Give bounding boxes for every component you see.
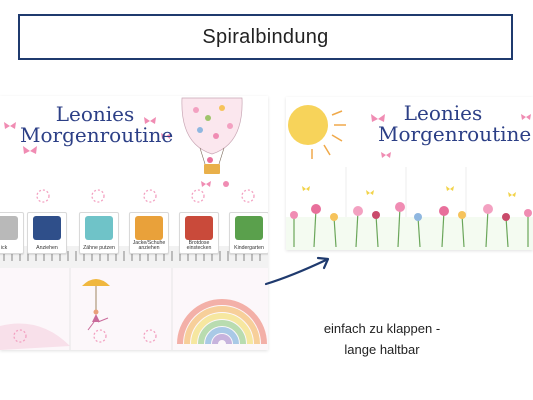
toothbrush-icon xyxy=(85,216,113,240)
routine-card: ick xyxy=(0,212,24,254)
flower-meadow-icon xyxy=(290,186,532,248)
left-product-photo: Leonies Morgenroutine ick Anziehen Zähne… xyxy=(0,96,268,350)
butterfly-icon xyxy=(4,117,211,187)
routine-card: Brotdose einstecken xyxy=(179,212,219,254)
title-line2: Morgenroutine xyxy=(20,123,174,147)
jacket-icon xyxy=(135,216,163,240)
card-label: Anziehen xyxy=(36,244,58,251)
decor-layer xyxy=(286,105,533,250)
title-line1: Leonies xyxy=(55,102,135,126)
routine-card: Kindergarten xyxy=(229,212,268,254)
decor-layer xyxy=(0,97,268,350)
header-title: Spiralbindung xyxy=(202,25,329,48)
card-label: ick xyxy=(0,244,8,251)
lunchbox-icon xyxy=(185,216,213,240)
title-line2: Morgenroutine xyxy=(378,122,532,146)
card-label: Zähne putzen xyxy=(83,244,115,251)
butterfly-icon xyxy=(371,114,531,158)
routine-card: Zähne putzen xyxy=(79,212,119,254)
umbrella-girl-icon xyxy=(82,279,110,331)
curved-arrow-icon xyxy=(264,256,330,286)
card-label: Jacke/Schuhe anziehen xyxy=(132,239,166,251)
left-page-title: Leonies Morgenroutine xyxy=(20,102,174,147)
caption-line1: einfach zu klappen - xyxy=(323,321,441,336)
right-product-photo: Leonies Morgenroutine xyxy=(286,97,533,250)
title-line1: Leonies xyxy=(403,101,483,125)
card-label: Kindergarten xyxy=(234,244,264,251)
clothes-icon xyxy=(33,216,61,240)
placeholder-rings xyxy=(36,189,255,203)
spiral-binding-icon xyxy=(3,251,261,261)
kindergarten-icon xyxy=(235,216,263,240)
sun-icon xyxy=(288,105,346,159)
hot-air-balloon-icon xyxy=(181,97,243,187)
card-label: Brotdose einstecken xyxy=(186,239,212,251)
right-page-title: Leonies Morgenroutine xyxy=(378,101,532,146)
caption-text: einfach zu klappen - lange haltbar xyxy=(282,318,482,360)
routine-card: Anziehen xyxy=(27,212,67,254)
caption-line2: lange haltbar xyxy=(344,342,420,357)
breakfast-icon xyxy=(0,216,18,240)
rainbow-icon xyxy=(177,299,267,345)
routine-card: Jacke/Schuhe anziehen xyxy=(129,212,169,254)
header-box: Spiralbindung xyxy=(18,14,513,60)
